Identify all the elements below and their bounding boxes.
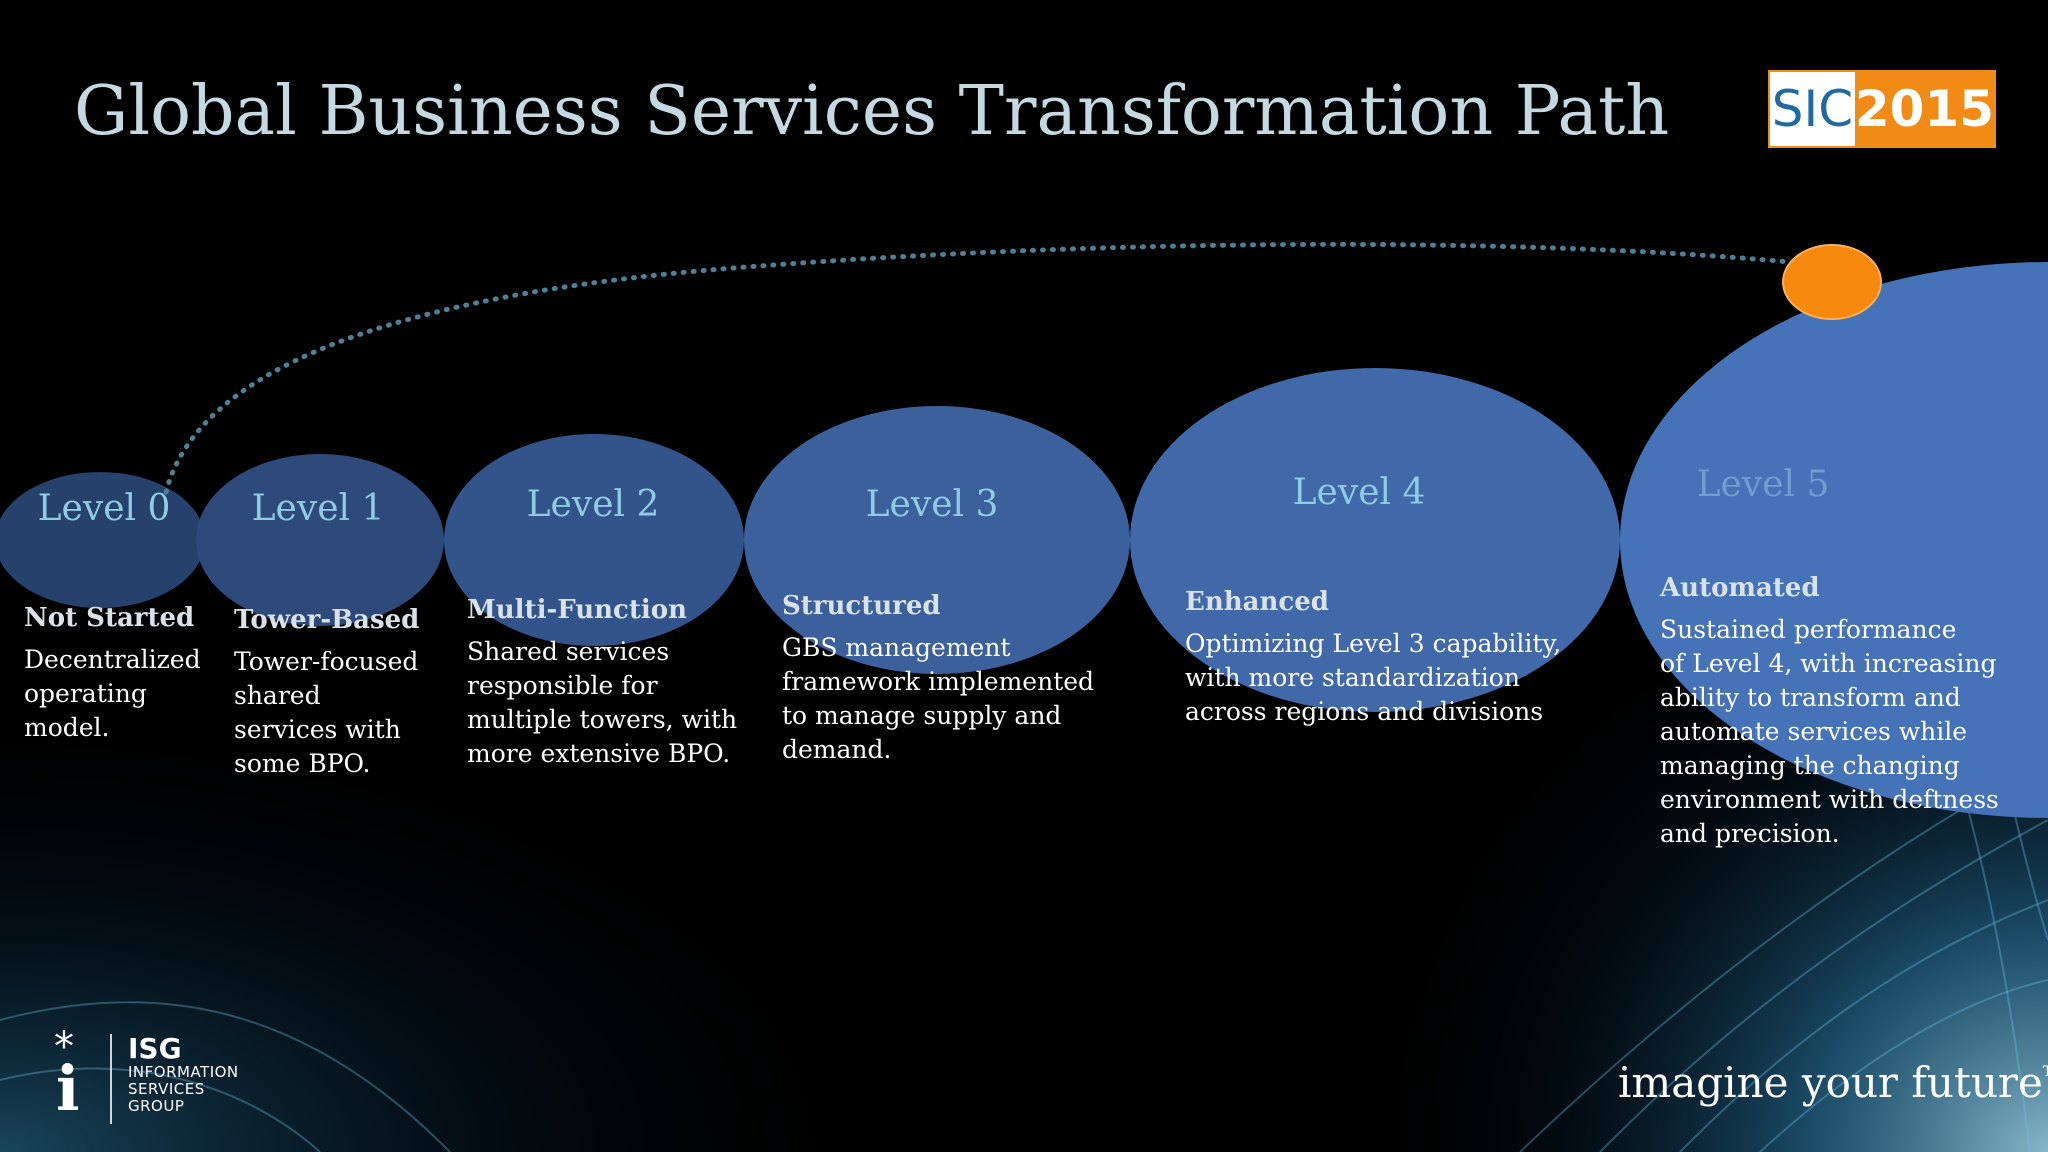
tagline-text: imagine your future <box>1618 1058 2043 1107</box>
isg-logo-mark: * i <box>52 1024 96 1125</box>
sic-logo-year: 2015 <box>1854 72 1994 146</box>
dome-level-2 <box>444 434 744 646</box>
level-1-heading: Tower-Based <box>234 605 420 635</box>
level-5-text: Sustained performance of Level 4, with i… <box>1660 615 1999 848</box>
level-1-text: Tower-focused shared services with some … <box>234 647 419 778</box>
tagline: imagine your futureTM <box>1618 1058 2048 1107</box>
sic-logo-text: SIC <box>1770 72 1855 146</box>
info-i-icon: i <box>56 1052 80 1125</box>
level-0-description: Not Started Decentralized operating mode… <box>24 603 201 745</box>
sic-2015-logo: SIC 2015 <box>1768 70 1996 148</box>
dome-level-3 <box>744 406 1130 674</box>
level-5-heading: Automated <box>1660 573 1820 603</box>
isg-logo-line2: SERVICES <box>128 1080 205 1098</box>
level-0-heading: Not Started <box>24 603 195 633</box>
dome-level-0 <box>0 472 205 608</box>
level-2-label: Level 2 <box>526 484 660 525</box>
isg-logo-divider <box>110 1034 112 1124</box>
level-3-heading: Structured <box>782 591 941 621</box>
progress-dotted-path <box>163 241 1793 495</box>
level-domes <box>0 262 2048 818</box>
level-2-heading: Multi-Function <box>467 595 688 625</box>
level-1-description: Tower-Based Tower-focused shared service… <box>234 605 419 781</box>
level-5-description: Automated Sustained performance of Level… <box>1660 573 1999 851</box>
level-4-heading: Enhanced <box>1185 587 1329 617</box>
level-3-text: GBS management framework implemented to … <box>782 633 1095 764</box>
progress-marker <box>1782 244 1882 320</box>
isg-logo: * i ISG INFORMATION SERVICES GROUP <box>52 1024 239 1125</box>
level-4-description: Enhanced Optimizing Level 3 capability, … <box>1185 587 1561 729</box>
level-5-label: Level 5 <box>1696 464 1830 505</box>
level-4-text: Optimizing Level 3 capability, with more… <box>1185 629 1562 726</box>
level-3-label: Level 3 <box>865 484 999 525</box>
dome-level-1 <box>196 454 444 626</box>
trademark-mark: TM <box>2042 1064 2048 1080</box>
level-0-label: Level 0 <box>37 488 171 529</box>
level-2-text: Shared services responsible for multiple… <box>467 637 738 768</box>
asterisk-icon: * <box>54 1024 74 1070</box>
page-title: Global Business Services Transformation … <box>74 72 1670 151</box>
isg-logo-name: ISG <box>128 1032 182 1065</box>
isg-logo-text: ISG INFORMATION SERVICES GROUP <box>128 1034 239 1115</box>
level-1-label: Level 1 <box>251 488 385 529</box>
dome-level-4 <box>1130 368 1620 712</box>
level-4-label: Level 4 <box>1292 472 1426 513</box>
level-3-description: Structured GBS management framework impl… <box>782 591 1094 767</box>
dome-level-5 <box>1620 262 2048 818</box>
isg-logo-line3: GROUP <box>128 1097 185 1115</box>
level-2-description: Multi-Function Shared services responsib… <box>467 595 737 771</box>
level-0-text: Decentralized operating model. <box>24 645 201 742</box>
isg-logo-line1: INFORMATION <box>128 1063 239 1081</box>
bottom-left-glow <box>0 700 900 1152</box>
